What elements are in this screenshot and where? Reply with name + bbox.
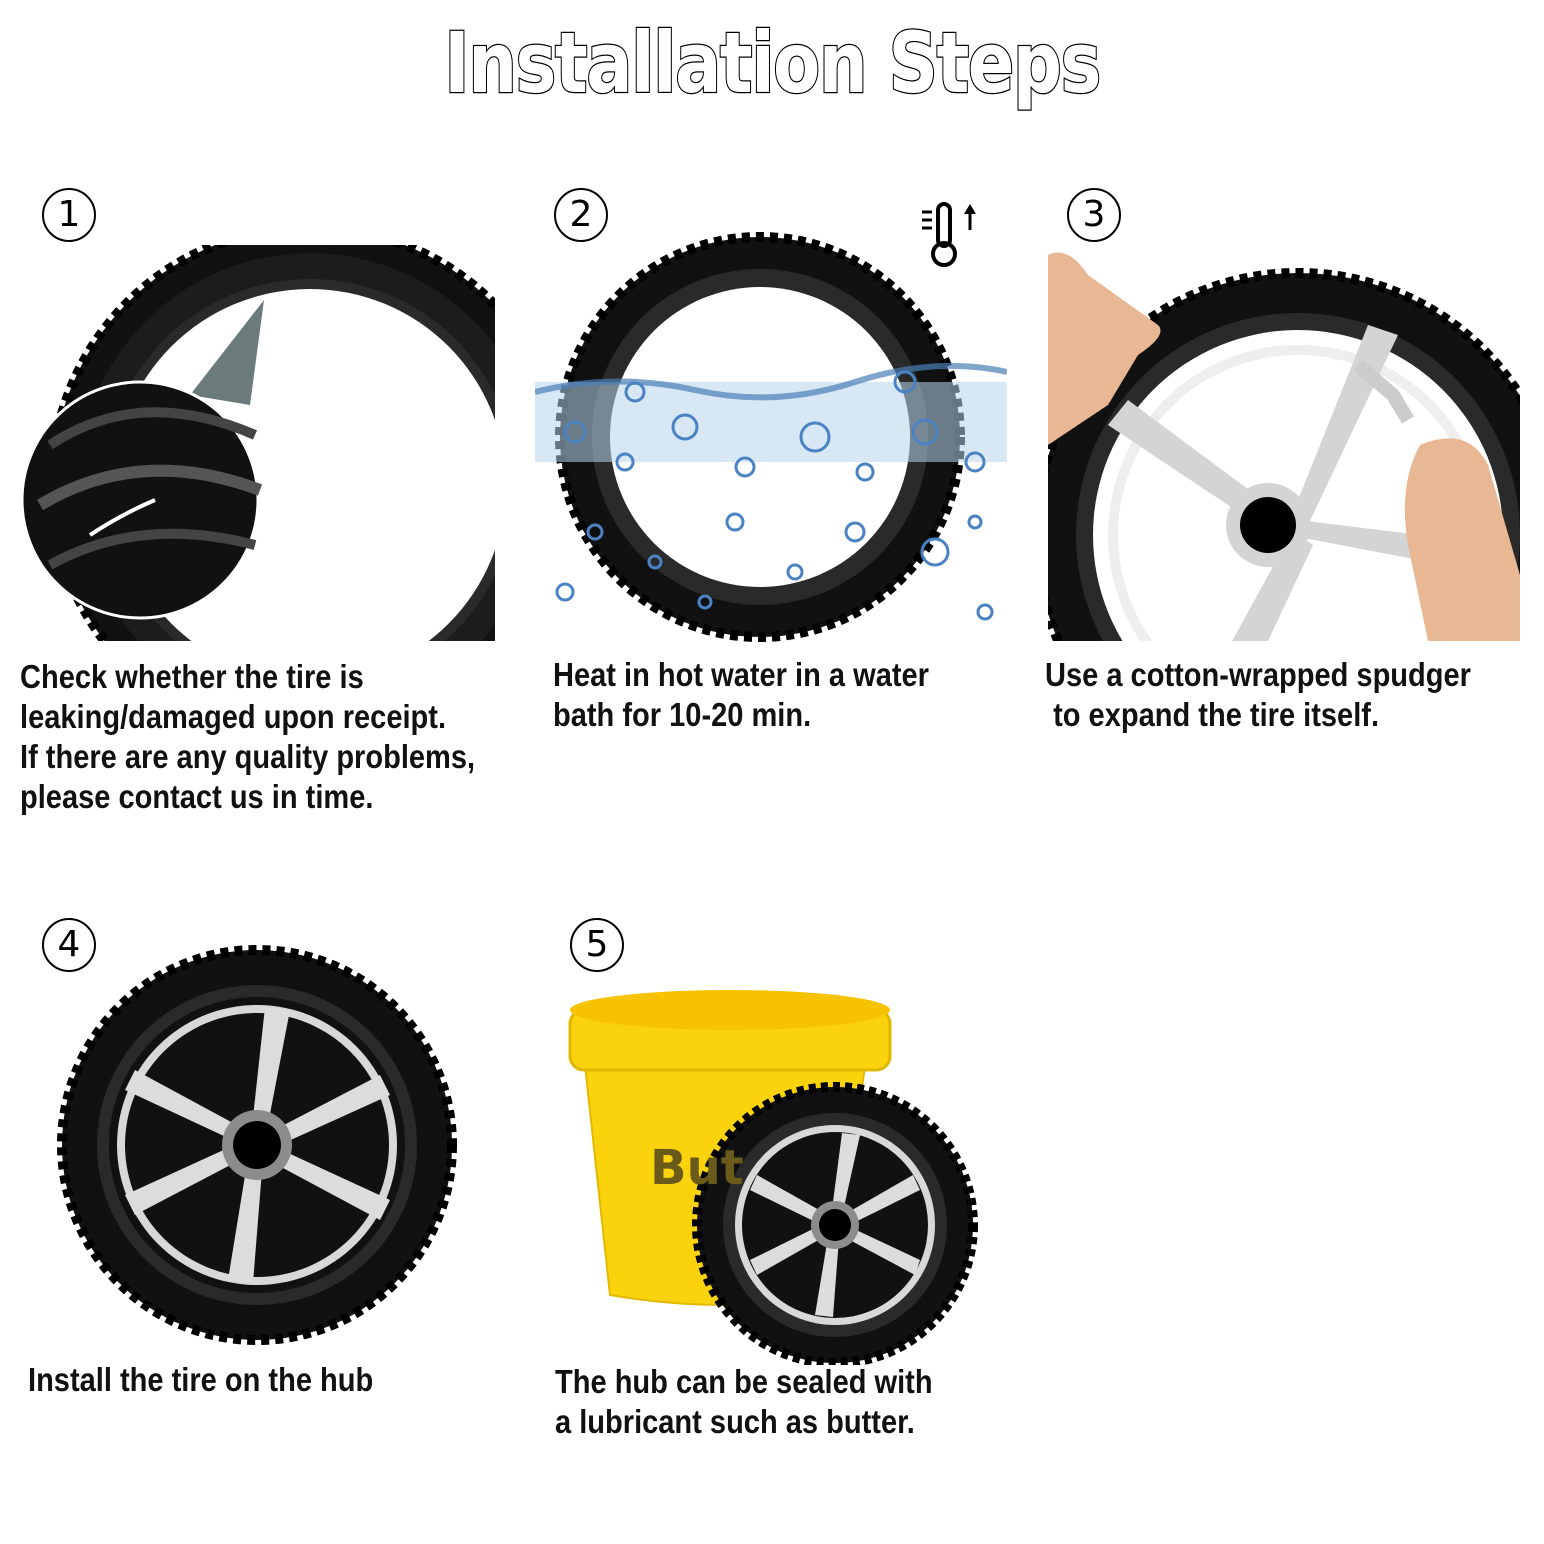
page-title: Installation Steps (443, 13, 1102, 114)
step-5-line-1: The hub can be sealed with (555, 1363, 933, 1400)
step-4-line-1: Install the tire on the hub (28, 1361, 374, 1398)
bucket-label: But (650, 1140, 744, 1196)
step-3-line-1: Use a cotton-wrapped spudger (1045, 656, 1471, 693)
step-5-line-2: a lubricant such as butter. (555, 1403, 915, 1440)
step-2-caption: Heat in hot water in a water bath for 10… (553, 655, 929, 735)
step-2-line-1: Heat in hot water in a water (553, 656, 929, 693)
step-1-illustration (20, 245, 495, 641)
step-4-illustration (50, 945, 465, 1345)
step-3-line-2: to expand the tire itself. (1045, 696, 1380, 733)
step-3-caption: Use a cotton-wrapped spudger to expand t… (1045, 655, 1471, 735)
step-5-number: 5 (570, 918, 624, 972)
step-5-illustration: But (565, 985, 1015, 1365)
step-3-number: 3 (1067, 188, 1121, 242)
step-1-line-1: Check whether the tire is (20, 658, 364, 695)
step-1-line-4: please contact us in time. (20, 778, 374, 815)
step-2-line-2: bath for 10-20 min. (553, 696, 812, 733)
step-2-number: 2 (554, 188, 608, 242)
step-1-number: 1 (42, 188, 96, 242)
thermometer-up-icon (918, 200, 983, 270)
step-1-line-2: leaking/damaged upon receipt. (20, 698, 447, 735)
step-1-line-3: If there are any quality problems, (20, 738, 476, 775)
step-5-caption: The hub can be sealed with a lubricant s… (555, 1362, 933, 1442)
step-4-caption: Install the tire on the hub (28, 1360, 373, 1400)
step-2-illustration (535, 232, 1007, 642)
step-1-caption: Check whether the tire is leaking/damage… (20, 657, 475, 817)
step-3-illustration (1048, 245, 1520, 641)
step-4-number: 4 (42, 918, 96, 972)
